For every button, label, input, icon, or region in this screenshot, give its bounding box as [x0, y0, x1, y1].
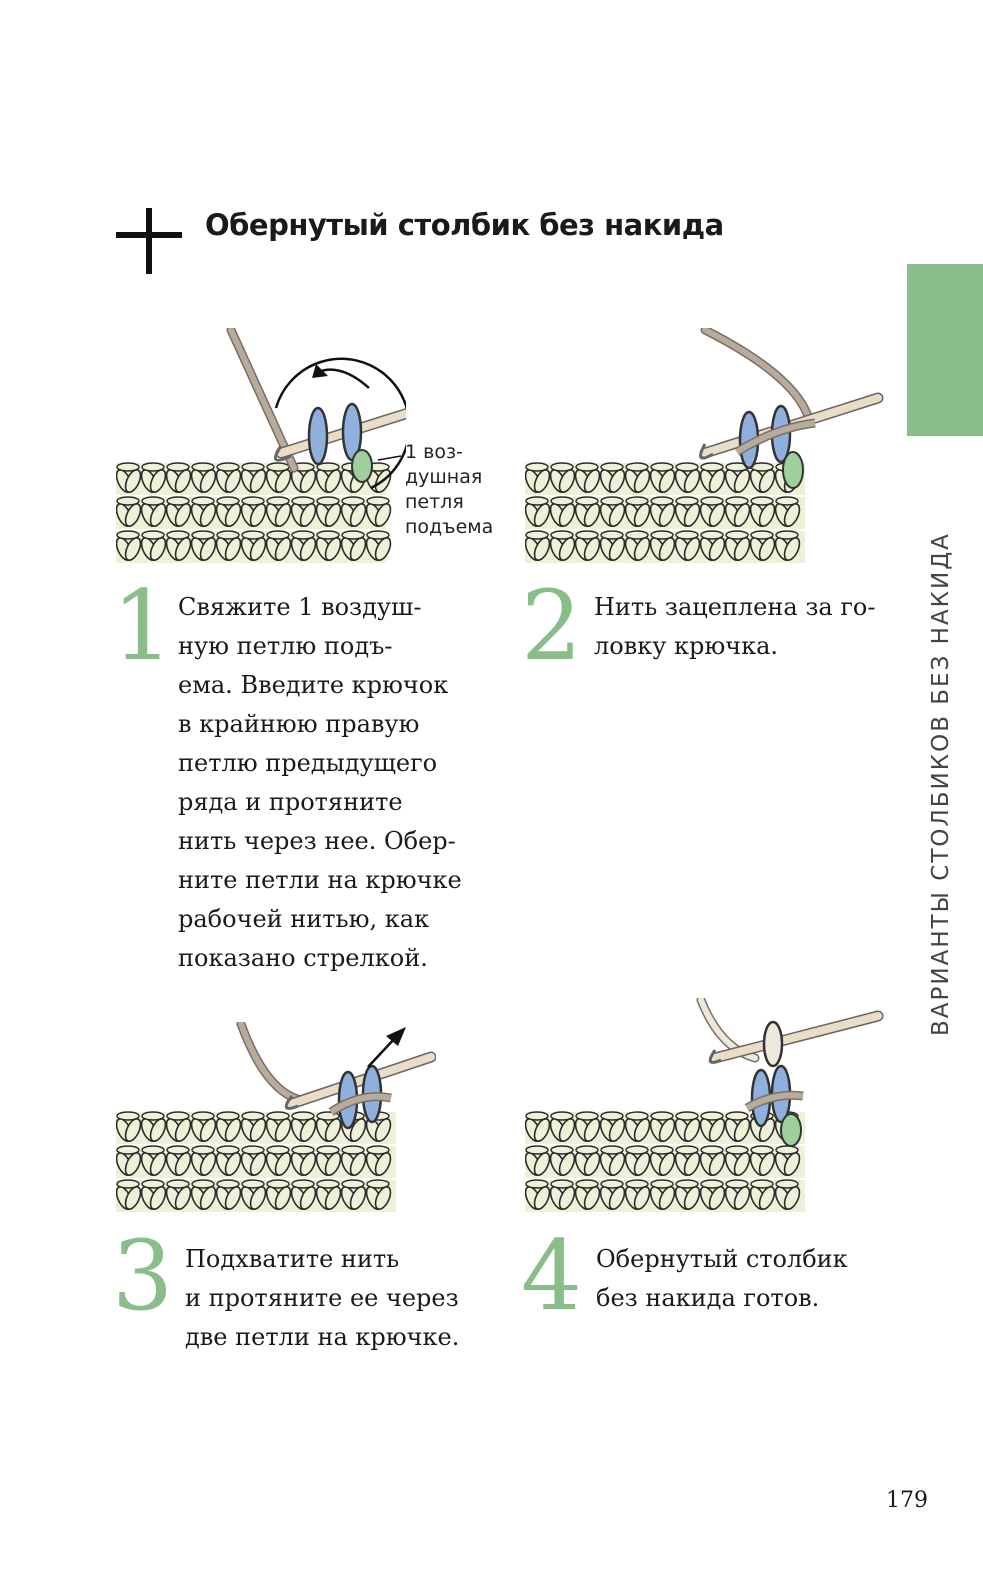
step-3-number: 3 [112, 1220, 174, 1332]
callout-label: 1 воз- душная петля подъема [405, 441, 494, 538]
crochet-fabric [525, 1111, 805, 1212]
step-3-illustration [116, 1022, 436, 1212]
step-2-number: 2 [521, 570, 583, 682]
step-1-illustration [116, 328, 406, 563]
crochet-fabric [116, 1111, 396, 1212]
step-1-number: 1 [112, 570, 174, 682]
step-4-illustration [525, 998, 884, 1212]
chapter-tab [907, 264, 983, 436]
chapter-side-label: ВАРИАНТЫ СТОЛБИКОВ БЕЗ НАКИДА [928, 532, 954, 1036]
step-4-number: 4 [521, 1220, 583, 1332]
crochet-fabric [525, 462, 805, 563]
step-1-text: Свяжите 1 воздуш- ную петлю подъ- ема. В… [178, 593, 462, 972]
plus-icon [116, 208, 182, 274]
crochet-fabric [116, 462, 392, 563]
page-number: 179 [886, 1488, 928, 1513]
section-title: Обернутый столбик без накида [205, 208, 724, 242]
step-2-illustration [525, 328, 884, 563]
step-3-text: Подхватите нить и протяните ее через две… [185, 1245, 460, 1351]
step-2-text: Нить зацеплена за го- ловку крючка. [594, 593, 876, 660]
step-4-text: Обернутый столбик без накида готов. [596, 1245, 848, 1312]
